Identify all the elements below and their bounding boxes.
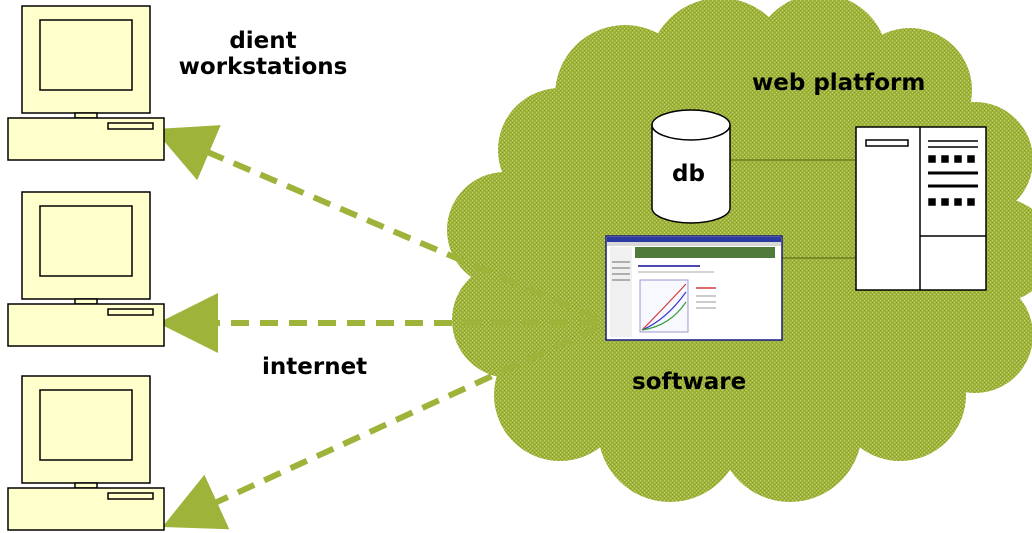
client-workstations-line1: dient	[229, 28, 297, 54]
client-workstations-line2: workstations	[178, 54, 348, 80]
software-label: software	[632, 369, 747, 395]
computer-icon	[7, 5, 165, 161]
web-platform-label: web platform	[752, 70, 926, 96]
computer-icon	[7, 375, 165, 531]
client-workstations-label: dient workstations	[178, 28, 348, 80]
database-cylinder-icon	[651, 109, 731, 224]
server-tower-icon	[855, 126, 987, 291]
internet-arrows	[153, 125, 599, 530]
internal-connectors	[730, 159, 855, 259]
software-screenshot-icon	[605, 235, 783, 341]
internet-label: internet	[262, 354, 368, 380]
arrow-to-top-client	[153, 125, 599, 321]
computer-icon	[7, 191, 165, 347]
db-label: db	[672, 161, 705, 187]
client-computers	[7, 5, 165, 531]
arrow-to-bottom-client	[162, 325, 599, 530]
